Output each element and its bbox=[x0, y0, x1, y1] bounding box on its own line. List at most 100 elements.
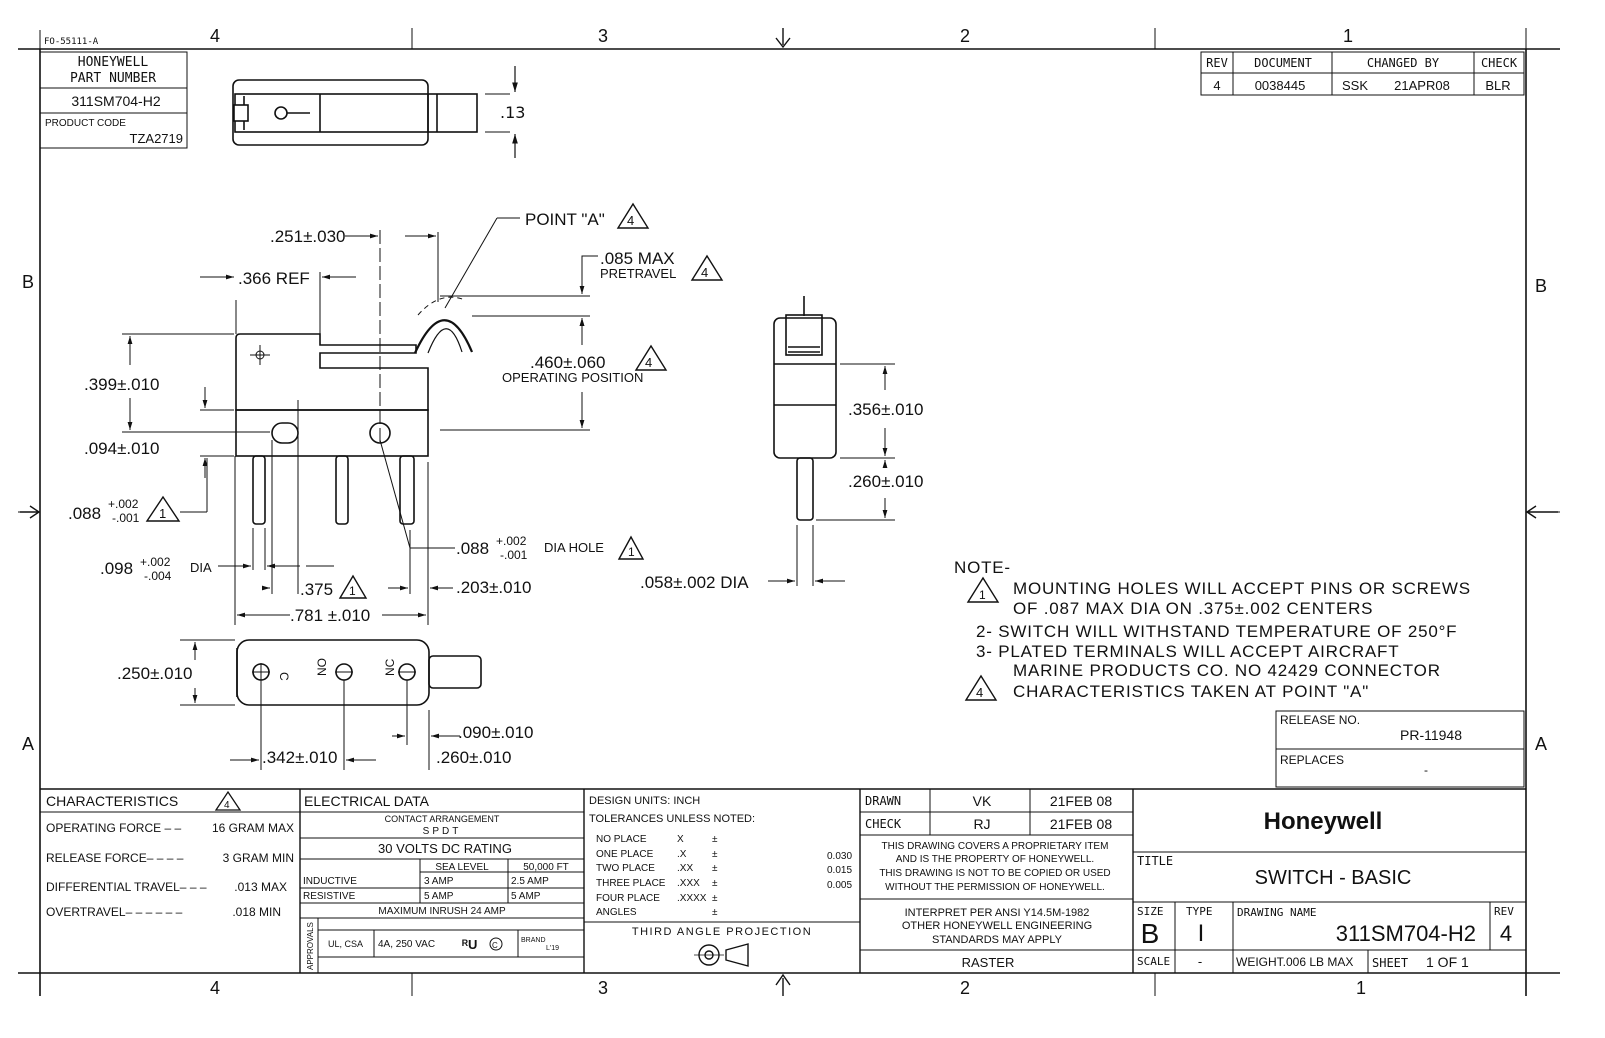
dim-460: .460±.060 bbox=[530, 353, 606, 372]
svg-text:±: ± bbox=[712, 878, 718, 889]
release-label: RELEASE NO. bbox=[1280, 713, 1360, 727]
third-angle-projection-icon bbox=[694, 943, 749, 967]
svg-text:MAXIMUM INRUSH 24 AMP: MAXIMUM INRUSH 24 AMP bbox=[378, 906, 506, 917]
sheet-number: 1 OF 1 bbox=[1426, 954, 1469, 970]
svg-text:THREE PLACE: THREE PLACE bbox=[596, 878, 666, 889]
replaces-value: - bbox=[1424, 763, 1428, 777]
bottom-view bbox=[236, 639, 482, 706]
svg-text:±: ± bbox=[712, 849, 718, 860]
part-header-2: PART NUMBER bbox=[70, 71, 156, 86]
electrical-title: ELECTRICAL DATA bbox=[304, 793, 430, 809]
terminal-no: NO bbox=[315, 658, 329, 676]
drawing-name: 311SM704-H2 bbox=[1336, 921, 1476, 946]
label-point-a: POINT "A" bbox=[525, 210, 605, 229]
svg-text:1: 1 bbox=[628, 545, 635, 559]
notes-title: NOTE- bbox=[954, 558, 1011, 577]
characteristics-table: CHARACTERISTICS 4 OPERATING FORCE – – 16… bbox=[40, 790, 300, 919]
svg-text:+.002: +.002 bbox=[496, 534, 527, 548]
svg-text:.XX: .XX bbox=[677, 863, 693, 874]
changed-date: 21APR08 bbox=[1394, 78, 1450, 93]
dim-013: .13 bbox=[500, 103, 525, 122]
svg-text:.018 MIN: .018 MIN bbox=[232, 905, 281, 919]
svg-text:0.005: 0.005 bbox=[827, 880, 852, 891]
svg-text:4: 4 bbox=[645, 355, 652, 370]
note-4: CHARACTERISTICS TAKEN AT POINT "A" bbox=[1013, 682, 1369, 701]
svg-text:4: 4 bbox=[210, 978, 220, 998]
drawing-rev: 4 bbox=[1500, 921, 1512, 946]
svg-text:.XXX: .XXX bbox=[677, 878, 700, 889]
svg-text:DRAWING NAME: DRAWING NAME bbox=[1237, 906, 1316, 919]
check-value: BLR bbox=[1485, 78, 1510, 93]
svg-text:TITLE: TITLE bbox=[1137, 854, 1173, 868]
svg-text:1: 1 bbox=[979, 588, 986, 602]
size-value: B bbox=[1141, 918, 1160, 949]
note-2: 2- SWITCH WILL WITHSTAND TEMPERATURE OF … bbox=[976, 622, 1457, 641]
dim-399: .399±.010 bbox=[84, 375, 160, 394]
svg-text:.X: .X bbox=[677, 849, 687, 860]
changed-by: SSK bbox=[1342, 78, 1368, 93]
dim-088-left: .088 bbox=[68, 504, 101, 523]
interpret-notice: INTERPRET PER ANSI Y14.5M-1982 OTHER HON… bbox=[902, 907, 1092, 946]
svg-text:CONTACT ARRANGEMENT: CONTACT ARRANGEMENT bbox=[385, 814, 500, 824]
svg-text:TYPE: TYPE bbox=[1186, 905, 1213, 918]
electrical-data-table: ELECTRICAL DATA CONTACT ARRANGEMENT SPDT… bbox=[300, 793, 584, 973]
bottom-view-labels: .250±.010 .090±.010 .342±.010 .260±.010 bbox=[117, 664, 534, 767]
replaces-label: REPLACES bbox=[1280, 753, 1344, 767]
note-1a: MOUNTING HOLES WILL ACCEPT PINS OR SCREW… bbox=[1013, 579, 1471, 598]
projection-label: THIRD ANGLE PROJECTION bbox=[632, 926, 812, 938]
side-view-labels: .356±.010 .260±.010 .058±.002 DIA bbox=[640, 400, 924, 592]
svg-text:5 AMP: 5 AMP bbox=[424, 891, 454, 902]
label-pretravel: PRETRAVEL bbox=[600, 266, 676, 281]
svg-text:16 GRAM MAX: 16 GRAM MAX bbox=[212, 821, 294, 835]
svg-text:STANDARDS MAY APPLY: STANDARDS MAY APPLY bbox=[932, 934, 1063, 946]
terminal-c: C bbox=[277, 672, 291, 681]
dim-356: .356±.010 bbox=[848, 400, 924, 419]
svg-text:+.002: +.002 bbox=[108, 497, 139, 511]
svg-text:4A, 250 VAC: 4A, 250 VAC bbox=[378, 939, 435, 950]
ul-csa-mark-icon: ᴿU C bbox=[462, 937, 503, 952]
dim-094: .094±.010 bbox=[84, 439, 160, 458]
svg-text:±: ± bbox=[712, 907, 718, 918]
svg-text:OVERTRAVEL– – – – – –: OVERTRAVEL– – – – – – bbox=[46, 905, 183, 919]
dim-375: .375 bbox=[300, 580, 333, 599]
note-3a: 3- PLATED TERMINALS WILL ACCEPT AIRCRAFT bbox=[976, 642, 1399, 661]
svg-text:4: 4 bbox=[627, 213, 634, 228]
svg-text:ANGLES: ANGLES bbox=[596, 907, 637, 918]
svg-text:THIS DRAWING IS NOT TO BE COPI: THIS DRAWING IS NOT TO BE COPIED OR USED bbox=[879, 868, 1110, 879]
front-view-dimensions bbox=[122, 217, 598, 625]
svg-text:ONE PLACE: ONE PLACE bbox=[596, 849, 654, 860]
scale-value: - bbox=[1198, 954, 1202, 969]
svg-text:50,000 FT: 50,000 FT bbox=[523, 862, 569, 873]
svg-text:.013 MAX: .013 MAX bbox=[234, 880, 287, 894]
svg-text:SIZE: SIZE bbox=[1137, 905, 1164, 918]
callout-triangles: 4 4 4 1 1 1 bbox=[145, 202, 724, 599]
drawn-date: 21FEB 08 bbox=[1050, 793, 1112, 809]
dim-260-bottom: .260±.010 bbox=[436, 748, 512, 767]
dim-250: .250±.010 bbox=[117, 664, 193, 683]
top-view bbox=[232, 66, 518, 158]
svg-text:2: 2 bbox=[960, 978, 970, 998]
svg-text:1: 1 bbox=[1343, 26, 1353, 46]
svg-text:REV: REV bbox=[1206, 56, 1228, 70]
svg-text:2.5 AMP: 2.5 AMP bbox=[511, 876, 549, 887]
svg-text:BRAND: BRAND bbox=[521, 937, 546, 944]
svg-text:THIS DRAWING COVERS A PROPRIET: THIS DRAWING COVERS A PROPRIETARY ITEM bbox=[882, 841, 1109, 852]
side-view-dimensions bbox=[768, 363, 895, 586]
bottom-view-dimensions bbox=[180, 639, 460, 770]
svg-text:INDUCTIVE: INDUCTIVE bbox=[303, 876, 357, 887]
dim-088-hole: .088 bbox=[456, 539, 489, 558]
svg-text:NO PLACE: NO PLACE bbox=[596, 834, 647, 845]
svg-text:1: 1 bbox=[349, 584, 356, 598]
tolerances-title: TOLERANCES UNLESS NOTED: bbox=[589, 813, 755, 825]
svg-text:-.004: -.004 bbox=[144, 569, 172, 583]
svg-text:UL, CSA: UL, CSA bbox=[328, 939, 363, 949]
drawn-check-block: DRAWN VK 21FEB 08 CHECK RJ 21FEB 08 THIS… bbox=[860, 789, 1133, 970]
svg-text:RESISTIVE: RESISTIVE bbox=[303, 891, 356, 902]
svg-text:A: A bbox=[1535, 734, 1547, 754]
product-code: TZA2719 bbox=[130, 131, 183, 146]
svg-text:±: ± bbox=[712, 893, 718, 904]
dim-085: .085 MAX bbox=[600, 249, 675, 268]
svg-text:DIA: DIA bbox=[190, 560, 212, 575]
notes: NOTE- 1 MOUNTING HOLES WILL ACCEPT PINS … bbox=[954, 558, 1471, 701]
